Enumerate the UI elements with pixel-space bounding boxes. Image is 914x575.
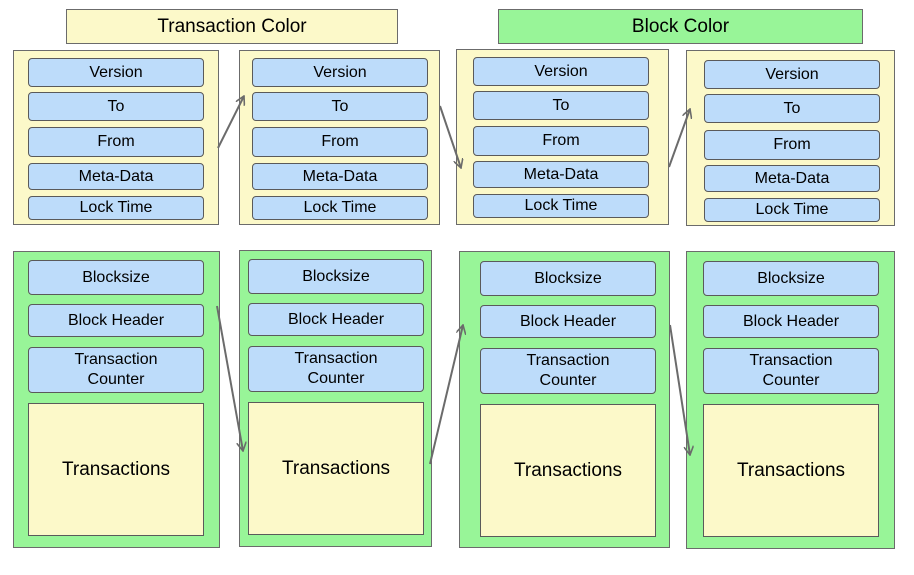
blocksize-field: Blocksize — [248, 259, 424, 294]
meta-data-field: Meta-Data — [252, 163, 428, 190]
transactions-box: Transactions — [28, 403, 204, 536]
arrow-tx1-to-tx2 — [217, 96, 244, 149]
lock-time-field: Lock Time — [473, 194, 649, 218]
transaction-counter-line2: Counter — [539, 372, 597, 389]
from-field: From — [473, 126, 649, 156]
transaction-counter-field: Transaction Counter — [703, 348, 879, 394]
block-panel-1: Blocksize Block Header Transaction Count… — [13, 251, 220, 548]
transaction-counter-field: Transaction Counter — [28, 347, 204, 393]
transaction-counter-line1: Transaction — [526, 352, 610, 369]
transaction-panel-1: Version To From Meta-Data Lock Time — [13, 50, 219, 225]
to-field: To — [473, 91, 649, 120]
transaction-color-label: Transaction Color — [157, 15, 307, 37]
block-header-field: Block Header — [28, 304, 204, 337]
block-panel-3: Blocksize Block Header Transaction Count… — [459, 251, 670, 548]
lock-time-field: Lock Time — [252, 196, 428, 220]
to-field: To — [704, 94, 880, 123]
blocksize-field: Blocksize — [28, 260, 204, 295]
block-panel-4: Blocksize Block Header Transaction Count… — [686, 251, 895, 549]
transaction-panel-2: Version To From Meta-Data Lock Time — [239, 50, 440, 225]
arrow-tx3-to-tx4 — [668, 109, 690, 168]
block-color-label: Block Color — [631, 15, 730, 37]
transactions-box: Transactions — [248, 402, 424, 535]
to-field: To — [252, 92, 428, 121]
block-header-field: Block Header — [480, 305, 656, 338]
version-field: Version — [28, 58, 204, 87]
meta-data-field: Meta-Data — [28, 163, 204, 190]
transaction-panel-3: Version To From Meta-Data Lock Time — [456, 49, 669, 225]
lock-time-field: Lock Time — [28, 196, 204, 220]
arrow-blk1-to-blk2 — [216, 305, 243, 451]
blocksize-field: Blocksize — [480, 261, 656, 296]
block-panel-2: Blocksize Block Header Transaction Count… — [239, 250, 432, 547]
version-field: Version — [473, 57, 649, 86]
block-header-field: Block Header — [248, 303, 424, 336]
from-field: From — [704, 130, 880, 160]
arrow-blk2-to-blk3 — [429, 325, 463, 465]
meta-data-field: Meta-Data — [704, 165, 880, 192]
arrow-tx2-to-tx3 — [439, 105, 461, 168]
version-field: Version — [252, 58, 428, 87]
transaction-color-legend: Transaction Color — [66, 9, 398, 44]
meta-data-field: Meta-Data — [473, 161, 649, 188]
transaction-counter-line1: Transaction — [749, 352, 833, 369]
transaction-counter-line2: Counter — [762, 372, 820, 389]
transaction-counter-line1: Transaction — [74, 351, 158, 368]
blocksize-field: Blocksize — [703, 261, 879, 296]
arrow-blk3-to-blk4 — [669, 324, 690, 455]
to-field: To — [28, 92, 204, 121]
transaction-counter-field: Transaction Counter — [480, 348, 656, 394]
version-field: Version — [704, 60, 880, 89]
block-color-legend: Block Color — [498, 9, 863, 44]
transaction-counter-line2: Counter — [87, 371, 145, 388]
transactions-box: Transactions — [480, 404, 656, 537]
from-field: From — [252, 127, 428, 157]
block-header-field: Block Header — [703, 305, 879, 338]
transaction-panel-4: Version To From Meta-Data Lock Time — [686, 50, 895, 226]
transaction-counter-field: Transaction Counter — [248, 346, 424, 392]
transaction-counter-line2: Counter — [307, 370, 365, 387]
lock-time-field: Lock Time — [704, 198, 880, 222]
from-field: From — [28, 127, 204, 157]
transactions-box: Transactions — [703, 404, 879, 537]
transaction-counter-line1: Transaction — [294, 350, 378, 367]
